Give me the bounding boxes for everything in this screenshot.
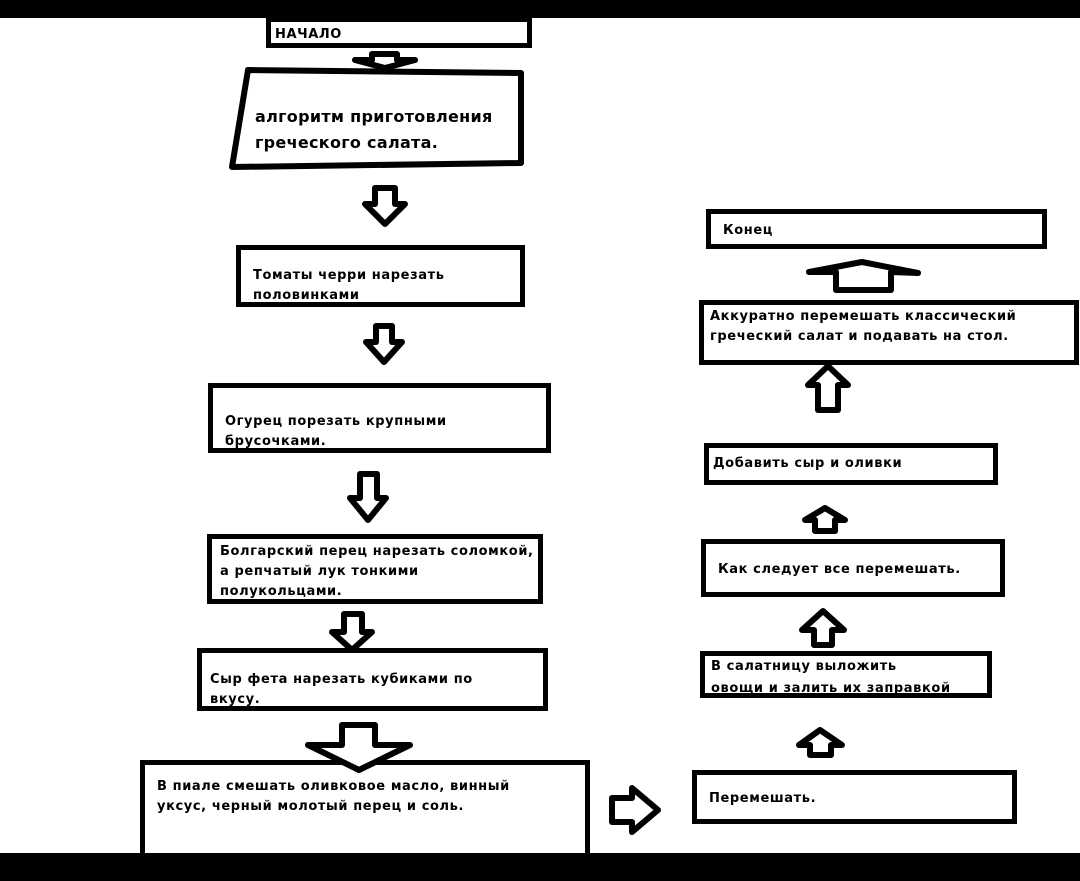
step-mix-well: Как следует все перемешать. [701, 539, 1005, 597]
step-serve: Аккуратно перемешать классический гречес… [699, 300, 1079, 365]
bottom-black-bar [0, 853, 1080, 881]
step-tomatoes: Томаты черри нарезать половинками [236, 245, 525, 307]
end-box: Конец [706, 209, 1047, 249]
start-box: НАЧАЛО [266, 17, 532, 48]
title-text: алгоритм приготовления греческого салата… [255, 107, 493, 152]
step-feta: Сыр фета нарезать кубиками по вкусу. [197, 648, 548, 711]
step-mix: Перемешать. [692, 770, 1017, 824]
step-add-cheese-olives: Добавить сыр и оливки [704, 443, 998, 485]
top-black-bar [0, 0, 1080, 18]
step-cucumber: Огурец порезать крупными брусочками. [208, 383, 551, 453]
title-parallelogram-shape [229, 67, 524, 170]
step-salad-bowl: В салатницу выложить овощи и залить их з… [700, 651, 992, 698]
step-pepper-onion: Болгарский перец нарезать соломкой, а ре… [207, 534, 543, 604]
